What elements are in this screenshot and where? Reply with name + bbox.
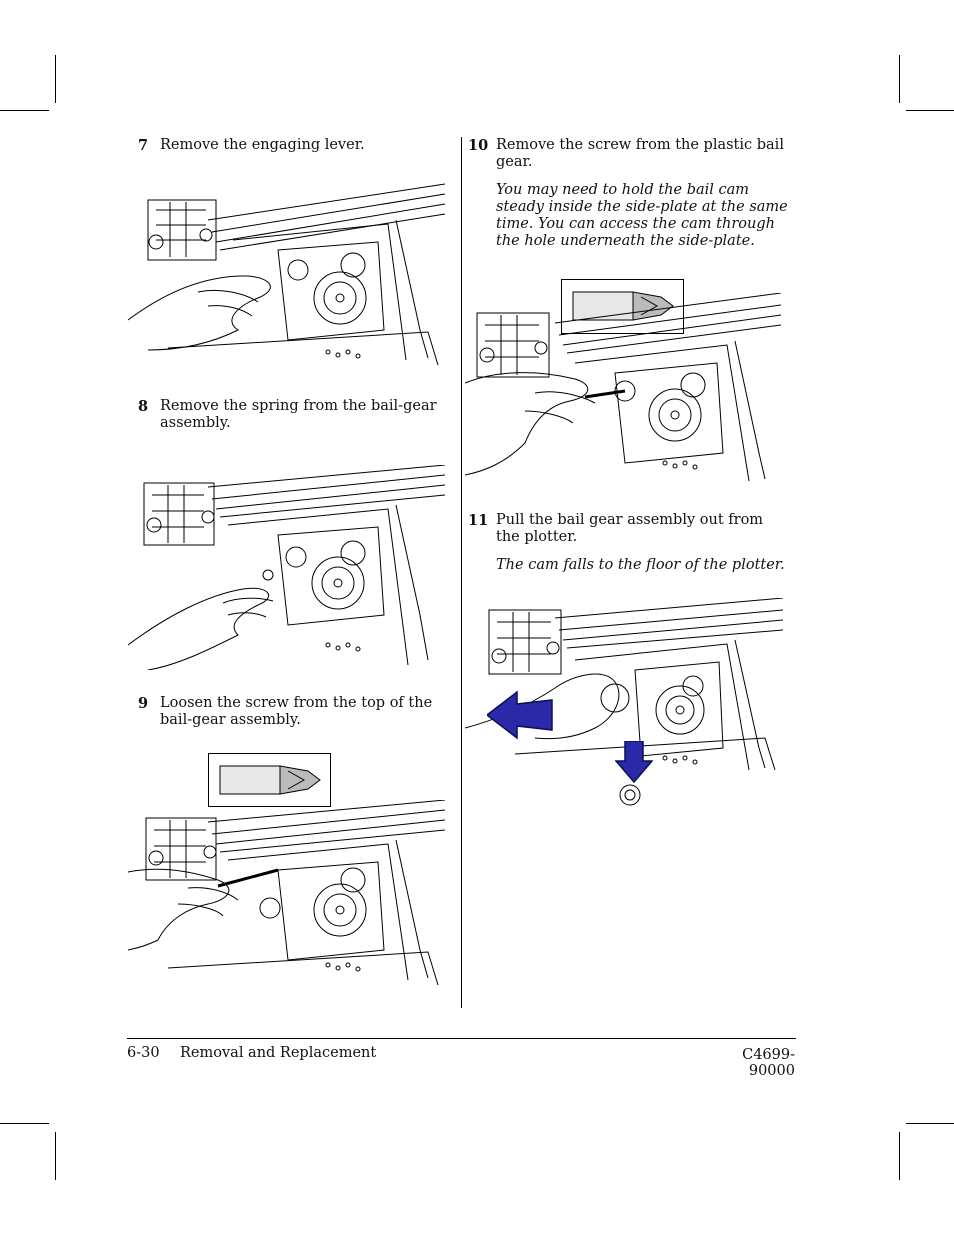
step-text: Pull the bail gear assembly out from the…	[496, 512, 764, 545]
step-number: 7	[138, 137, 149, 154]
footer-rule	[127, 1038, 796, 1039]
crop-mark	[55, 55, 56, 103]
part-number: C4699-90000	[742, 1047, 795, 1079]
step-10-note: You may need to hold the bail cam steady…	[496, 182, 788, 249]
illustration-remove-spring	[128, 465, 446, 670]
step-number: 9	[138, 695, 149, 712]
arrow-down-falls-icon	[615, 741, 653, 783]
step-text: Remove the screw from the plastic bail g…	[496, 137, 784, 170]
page-number: 6-30	[127, 1045, 160, 1061]
arrow-left-pull-icon	[487, 690, 553, 740]
crop-mark	[0, 110, 49, 111]
illustration-loosen-screw	[128, 800, 446, 985]
step-number: 10	[468, 137, 489, 154]
screwdriver-bit-inset	[208, 753, 331, 807]
step-11-note: The cam falls to the floor of the plotte…	[496, 557, 785, 573]
illustration-remove-engaging-lever	[128, 183, 446, 366]
crop-mark	[899, 55, 900, 103]
section-title: Removal and Replacement	[180, 1045, 377, 1061]
screwdriver-bit-inset	[561, 279, 684, 334]
step-text: Remove the engaging lever.	[160, 137, 365, 153]
step-number: 11	[468, 512, 489, 529]
crop-mark	[906, 1123, 954, 1124]
column-divider	[461, 137, 462, 1008]
step-text: Remove the spring from the bail-gear ass…	[160, 398, 437, 431]
crop-mark	[906, 110, 954, 111]
crop-mark	[0, 1123, 49, 1124]
crop-mark	[55, 1132, 56, 1180]
step-number: 8	[138, 398, 149, 415]
illustration-remove-plastic-screw	[465, 293, 782, 481]
step-text: Loosen the screw from the top of the bai…	[160, 695, 433, 728]
crop-mark	[899, 1132, 900, 1180]
